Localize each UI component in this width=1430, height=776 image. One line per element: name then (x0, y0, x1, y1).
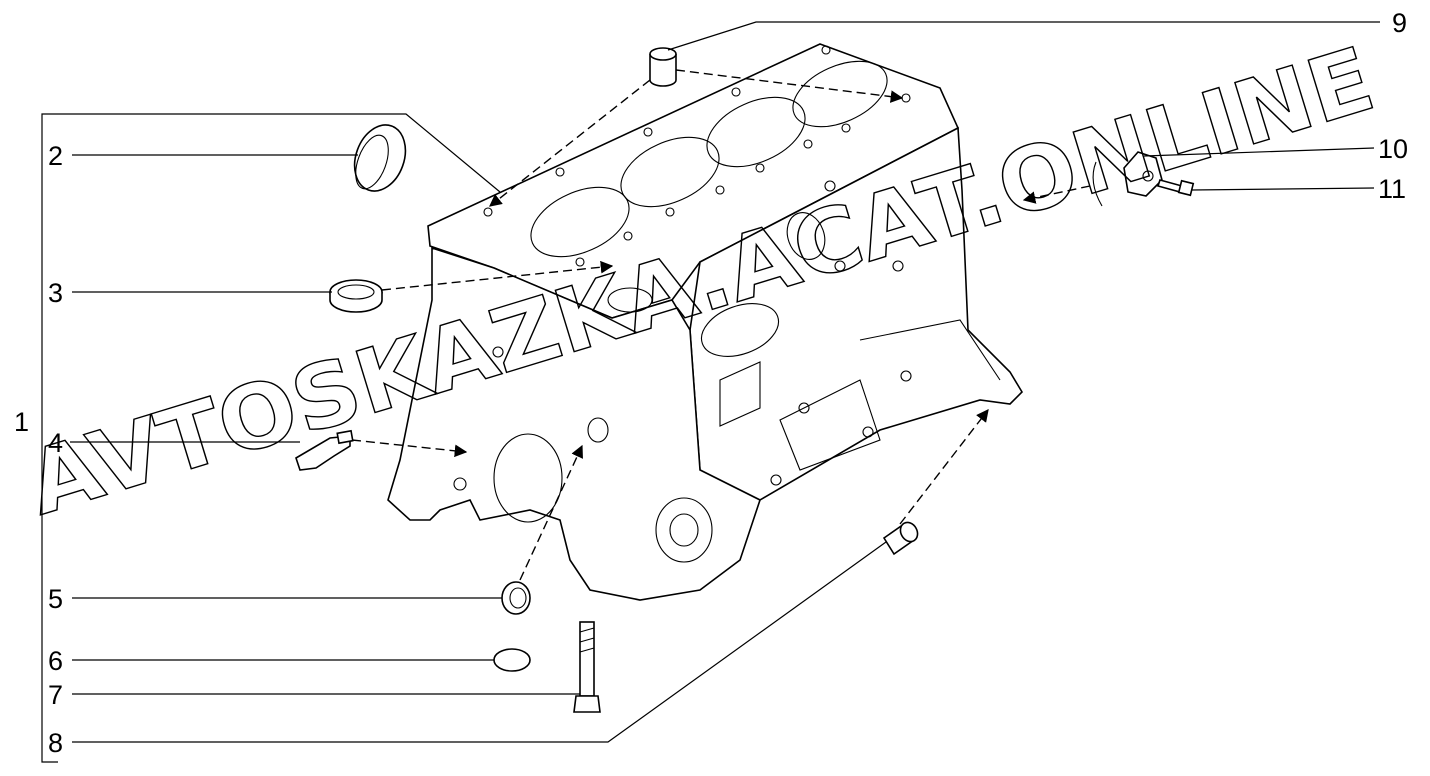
callout-4: 4 (48, 428, 63, 458)
part-5-seal-ring (501, 581, 531, 615)
part-6-plug-disc (493, 648, 531, 672)
part-9-sleeve (649, 47, 677, 87)
callout-5: 5 (48, 584, 63, 614)
part-4-sensor (295, 429, 354, 471)
assembly-bracket (41, 113, 501, 763)
assembly-direction-lines (351, 69, 1103, 581)
part-3-dowel-sleeve (329, 279, 383, 313)
callout-3: 3 (48, 278, 63, 308)
part-8-dowel-bush (882, 521, 919, 556)
callout-11: 11 (1378, 174, 1406, 204)
leader-lines (70, 21, 1380, 743)
part-2-plug-cap (353, 124, 407, 192)
callout-10: 10 (1378, 134, 1408, 164)
part-11-screw (1156, 179, 1195, 197)
callout-2: 2 (48, 141, 63, 171)
part-7-bolt (573, 621, 601, 713)
callout-labels: 1 2 3 4 5 6 7 8 9 10 11 (14, 8, 1408, 758)
callout-8: 8 (48, 728, 63, 758)
callout-6: 6 (48, 646, 63, 676)
callout-9: 9 (1392, 8, 1407, 38)
callout-7: 7 (48, 680, 63, 710)
cylinder-block (387, 43, 1024, 601)
callout-1: 1 (14, 407, 29, 437)
